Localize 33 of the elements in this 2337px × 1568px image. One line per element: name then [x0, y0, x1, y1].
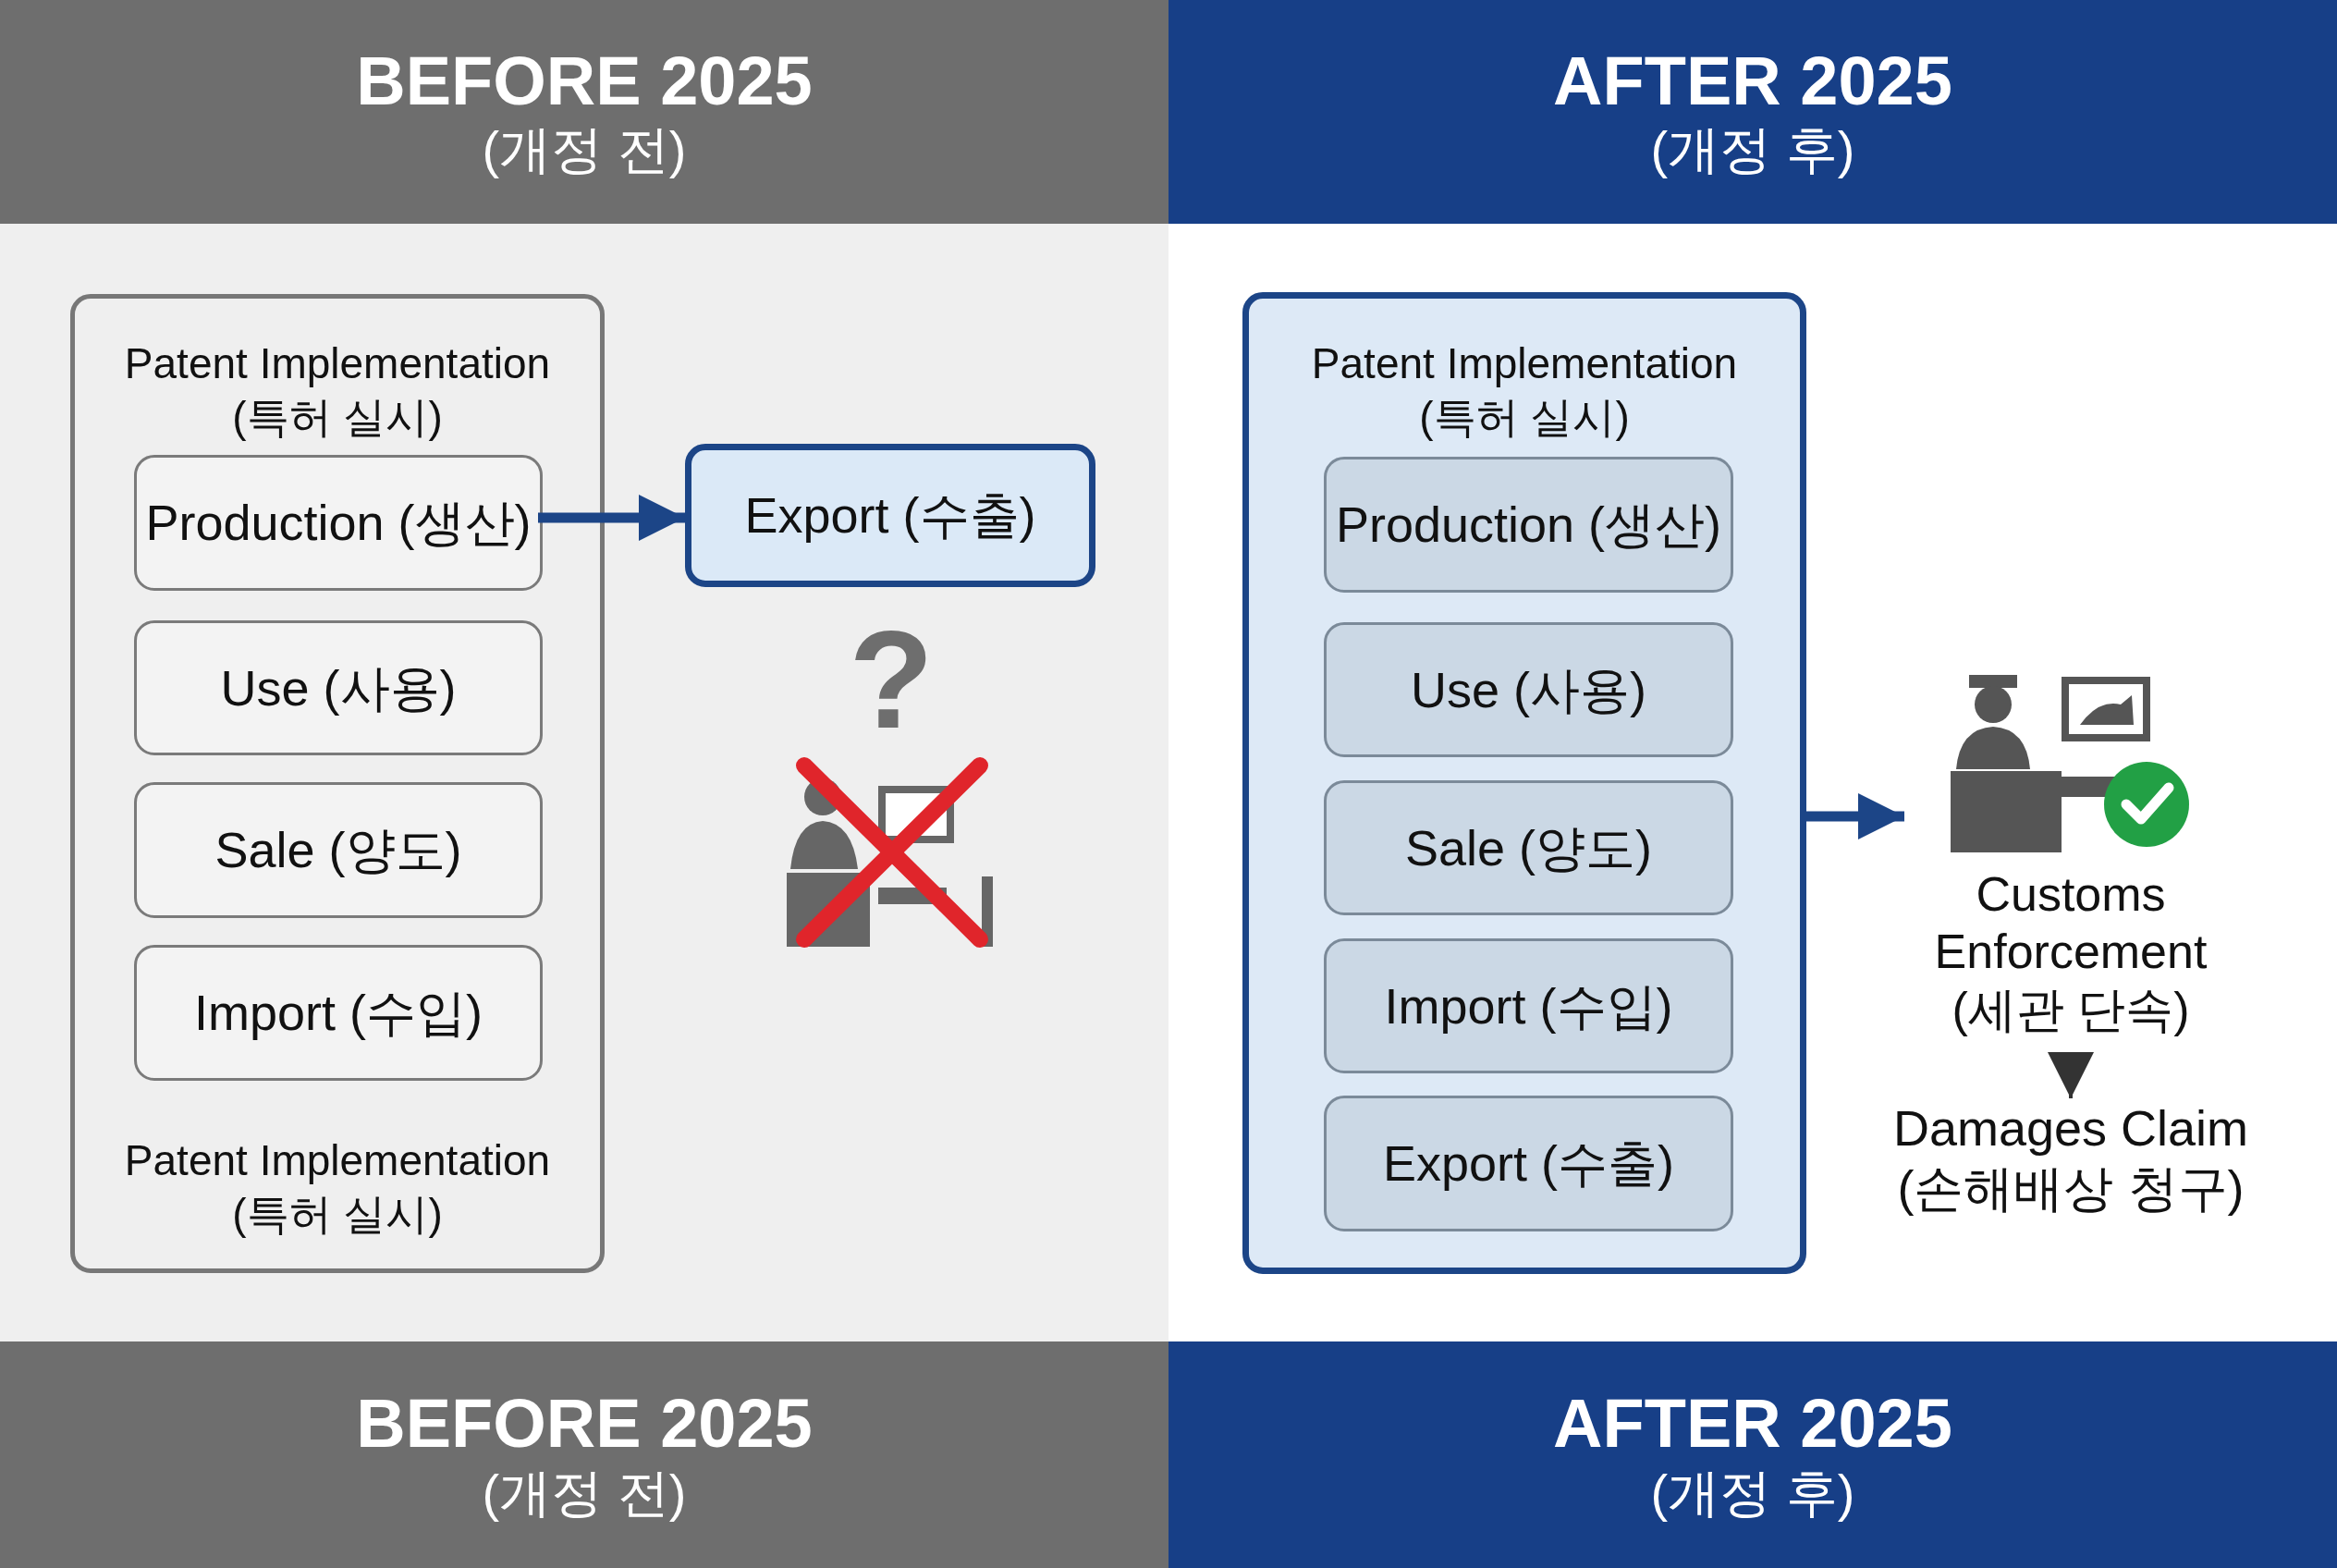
container-box	[70, 294, 605, 1273]
title: BEFORE 2025	[356, 43, 813, 119]
subtitle: (개정 전)	[482, 1462, 687, 1524]
title: BEFORE 2025	[356, 1386, 813, 1462]
process-box: Production (생산)	[1324, 457, 1733, 593]
title: AFTER 2025	[1553, 43, 1952, 119]
arrow	[538, 495, 685, 541]
process-box: Import (수입)	[1324, 938, 1733, 1073]
container-box	[1242, 292, 1806, 1274]
process-box: Sale (양도)	[134, 782, 543, 918]
header-band	[0, 0, 1168, 224]
process-box: Use (사용)	[134, 620, 543, 755]
subtitle: (개정 후)	[1650, 1462, 1855, 1524]
process-box: Use (사용)	[1324, 622, 1733, 757]
subtitle: (개정 전)	[482, 119, 687, 181]
result-label: Damages Claim (손해배상 청구)	[1891, 1099, 2250, 1218]
question-mark: ?	[848, 610, 935, 749]
container-heading: Patent Implementation (특허 실시)	[1310, 338, 1739, 443]
process-box: Export (수출)	[685, 444, 1095, 587]
process-box: Production (생산)	[134, 455, 543, 591]
header-band	[1168, 0, 2337, 224]
arrow	[2048, 1052, 2094, 1098]
customs-label: Customs Enforcement (세관 단속)	[1933, 866, 2209, 1038]
container-heading: Patent Implementation (특허 실시)	[123, 1135, 552, 1240]
subtitle: (개정 후)	[1650, 119, 1855, 181]
footer-band	[0, 1341, 1168, 1568]
process-box: Import (수입)	[134, 945, 543, 1081]
arrow	[1806, 793, 1904, 839]
process-box: Export (수출)	[1324, 1096, 1733, 1231]
footer-band	[1168, 1341, 2337, 1568]
process-box: Sale (양도)	[1324, 780, 1733, 915]
title: AFTER 2025	[1553, 1386, 1952, 1462]
container-heading: Patent Implementation (특허 실시)	[123, 338, 552, 443]
